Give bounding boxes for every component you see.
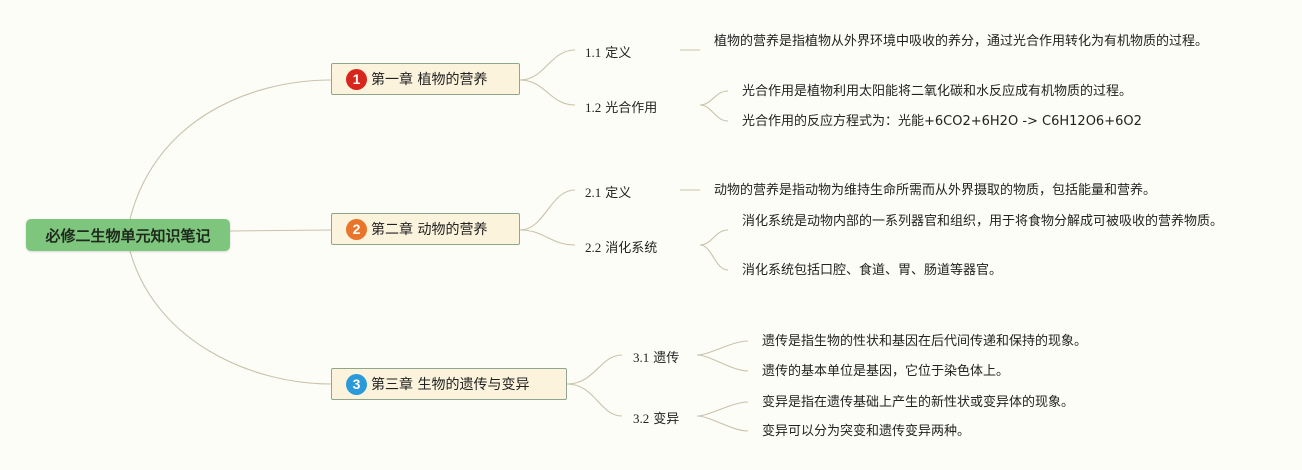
link-root-ch2 bbox=[229, 229, 332, 232]
link-ch1-s11 bbox=[519, 49, 576, 81]
link-ch2-s21 bbox=[519, 189, 576, 231]
section-title: 定义 bbox=[605, 46, 632, 61]
link-s31-leafb bbox=[696, 354, 749, 372]
link-ch2-s22 bbox=[519, 229, 576, 246]
section-title: 变异 bbox=[653, 412, 680, 427]
section-number: 1.2 bbox=[585, 100, 602, 115]
section-number: 2.2 bbox=[585, 240, 602, 255]
leaf-3-2-b[interactable]: 变异可以分为突变和遗传变异两种。 bbox=[762, 424, 971, 439]
link-ch3-s32 bbox=[566, 383, 623, 417]
chapter-3-topic[interactable]: 3 第三章 生物的遗传与变异 bbox=[331, 368, 567, 400]
leaf-3-2-a[interactable]: 变异是指在遗传基础上产生的新性状或变异体的现象。 bbox=[762, 395, 1075, 410]
leaf-1-2-b[interactable]: 光合作用的反应方程式为：光能+6CO2+6H2O -> C6H12O6+6O2 bbox=[742, 114, 1142, 129]
root-label: 必修二生物单元知识笔记 bbox=[45, 226, 211, 245]
chapter-1-label: 第一章 植物的营养 bbox=[371, 72, 488, 88]
root-topic[interactable]: 必修二生物单元知识笔记 bbox=[26, 219, 230, 251]
link-s12-leafa bbox=[699, 90, 729, 106]
chapter-3-label: 第三章 生物的遗传与变异 bbox=[371, 377, 530, 393]
chapter-2-label: 第二章 动物的营养 bbox=[371, 222, 488, 238]
link-root-ch1 bbox=[127, 79, 332, 229]
number-2-badge-icon: 2 bbox=[346, 218, 367, 240]
section-number: 2.1 bbox=[585, 185, 602, 200]
leaf-3-1-a[interactable]: 遗传是指生物的性状和基因在后代间传递和保持的现象。 bbox=[762, 334, 1088, 349]
link-s31-leafa bbox=[696, 340, 749, 356]
leaf-2-2-a[interactable]: 消化系统是动物内部的一系列器官和组织，用于将食物分解成可被吸收的营养物质。 bbox=[742, 214, 1224, 229]
chapter-2-topic[interactable]: 2 第二章 动物的营养 bbox=[331, 213, 520, 245]
link-s12-leafb bbox=[699, 104, 729, 122]
link-s22-leafb bbox=[699, 244, 729, 271]
link-s32-leafb bbox=[696, 415, 749, 432]
leaf-1-2-a[interactable]: 光合作用是植物利用太阳能将二氧化碳和水反应成有机物质的过程。 bbox=[742, 84, 1133, 99]
chapter-1-topic[interactable]: 1 第一章 植物的营养 bbox=[331, 63, 520, 95]
leaf-2-2-b[interactable]: 消化系统包括口腔、食道、胃、肠道等器官。 bbox=[742, 263, 1003, 278]
section-title: 定义 bbox=[605, 186, 632, 201]
section-number: 3.2 bbox=[633, 411, 650, 426]
link-ch3-s31 bbox=[566, 354, 623, 385]
link-s32-leafa bbox=[696, 401, 749, 417]
section-title: 光合作用 bbox=[605, 101, 658, 116]
section-title: 遗传 bbox=[653, 351, 680, 366]
link-ch1-s12 bbox=[519, 79, 576, 106]
section-title: 消化系统 bbox=[605, 241, 658, 256]
leaf-2-1-a[interactable]: 动物的营养是指动物为维持生命所需而从外界摄取的物质，包括能量和营养。 bbox=[714, 183, 1157, 198]
leaf-3-1-b[interactable]: 遗传的基本单位是基因，它位于染色体上。 bbox=[762, 364, 1010, 379]
number-1-badge-icon: 1 bbox=[346, 68, 367, 90]
section-number: 3.1 bbox=[633, 350, 650, 365]
link-s22-leafa bbox=[699, 229, 729, 246]
number-3-badge-icon: 3 bbox=[346, 373, 367, 395]
section-number: 1.1 bbox=[585, 45, 602, 60]
link-root-ch3 bbox=[127, 242, 332, 385]
leaf-1-1-a[interactable]: 植物的营养是指植物从外界环境中吸收的养分，通过光合作用转化为有机物质的过程。 bbox=[714, 34, 1209, 49]
